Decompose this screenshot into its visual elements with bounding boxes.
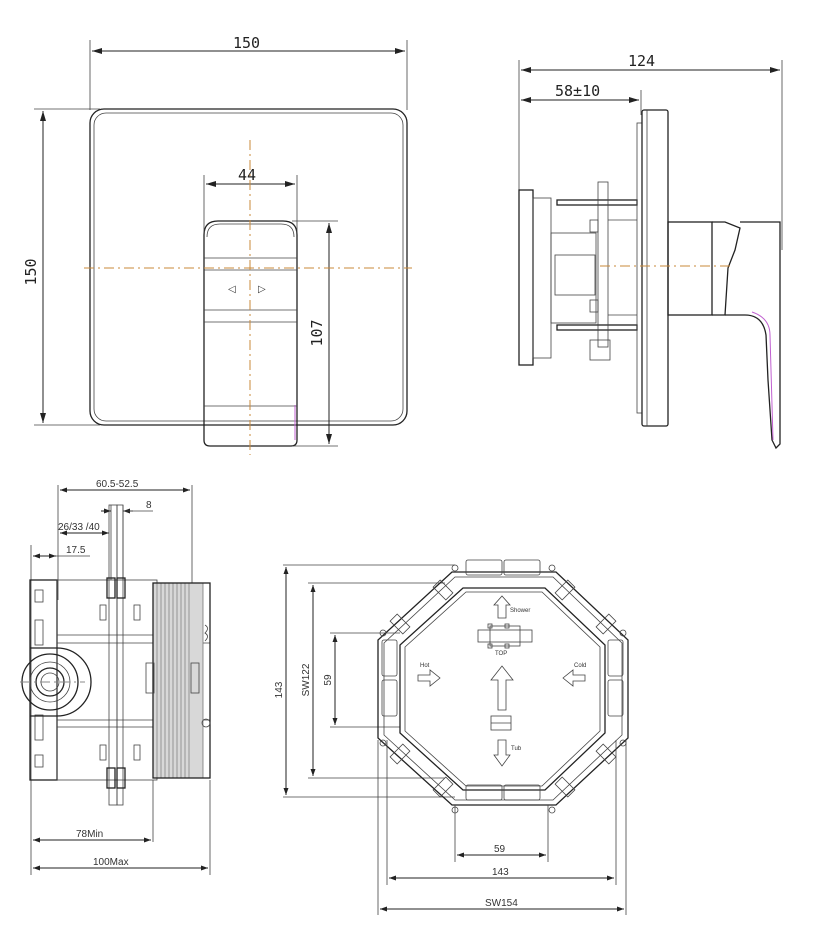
hot-label: Hot <box>420 663 430 669</box>
shower-arrow-icon <box>493 595 511 619</box>
mounting-plate-view: 143 SW122 59 <box>274 559 629 915</box>
min-label: 78Min <box>76 829 103 840</box>
lever-right-arrow: ▷ <box>258 284 266 295</box>
center-height-label: 59 <box>323 674 334 686</box>
top-label: TOP <box>495 651 507 657</box>
center-width-label: 59 <box>494 844 506 855</box>
flange-label: 8 <box>146 500 152 511</box>
side-depth-label: 124 <box>628 52 655 70</box>
lever-left-arrow: ◁ <box>228 284 236 295</box>
wall-depth-label: 58±10 <box>555 82 600 100</box>
tub-label: Tub <box>511 746 522 752</box>
cold-arrow-icon <box>562 669 586 687</box>
outer-height-label: 143 <box>274 681 285 698</box>
side-view: 124 58±10 <box>518 52 783 450</box>
inner-width-label: 143 <box>492 867 509 878</box>
valve-body-view: 60.5-52.5 8 26/33 /40 17.5 <box>20 479 211 875</box>
inner-height-label: SW122 <box>301 663 312 696</box>
top-width-label: 60.5-52.5 <box>96 479 139 490</box>
front-view: 150 150 ◁ ▷ 44 107 <box>22 34 412 455</box>
up-arrow-icon <box>490 665 514 711</box>
front-width-label: 150 <box>233 34 260 52</box>
lever-width-label: 44 <box>238 166 256 184</box>
tub-arrow-icon <box>493 739 511 767</box>
hot-arrow-icon <box>417 669 441 687</box>
offset-label: 17.5 <box>66 545 86 556</box>
step-label: 26/33 /40 <box>58 522 100 533</box>
lever-height-label: 107 <box>308 319 326 346</box>
shower-label: Shower <box>510 608 530 614</box>
max-label: 100Max <box>93 857 129 868</box>
front-height-label: 150 <box>22 258 40 285</box>
cold-label: Cold <box>574 663 586 669</box>
outer-width-label: SW154 <box>485 898 518 909</box>
